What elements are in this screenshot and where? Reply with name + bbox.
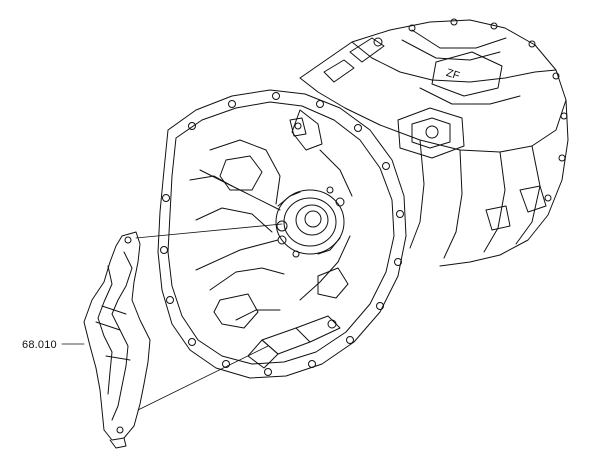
leader-line-lower xyxy=(137,345,269,411)
housing-marking-text: ZF xyxy=(445,67,462,83)
leader-line-upper xyxy=(135,223,283,239)
input-shaft-hub xyxy=(275,117,345,258)
leader-lines xyxy=(135,223,283,411)
callout-label-68-010: 68.010 xyxy=(22,339,57,351)
lower-linkage xyxy=(247,315,341,369)
bell-housing xyxy=(157,89,407,379)
gearbox-main-case: ZF xyxy=(299,18,569,267)
release-fork xyxy=(83,231,151,449)
